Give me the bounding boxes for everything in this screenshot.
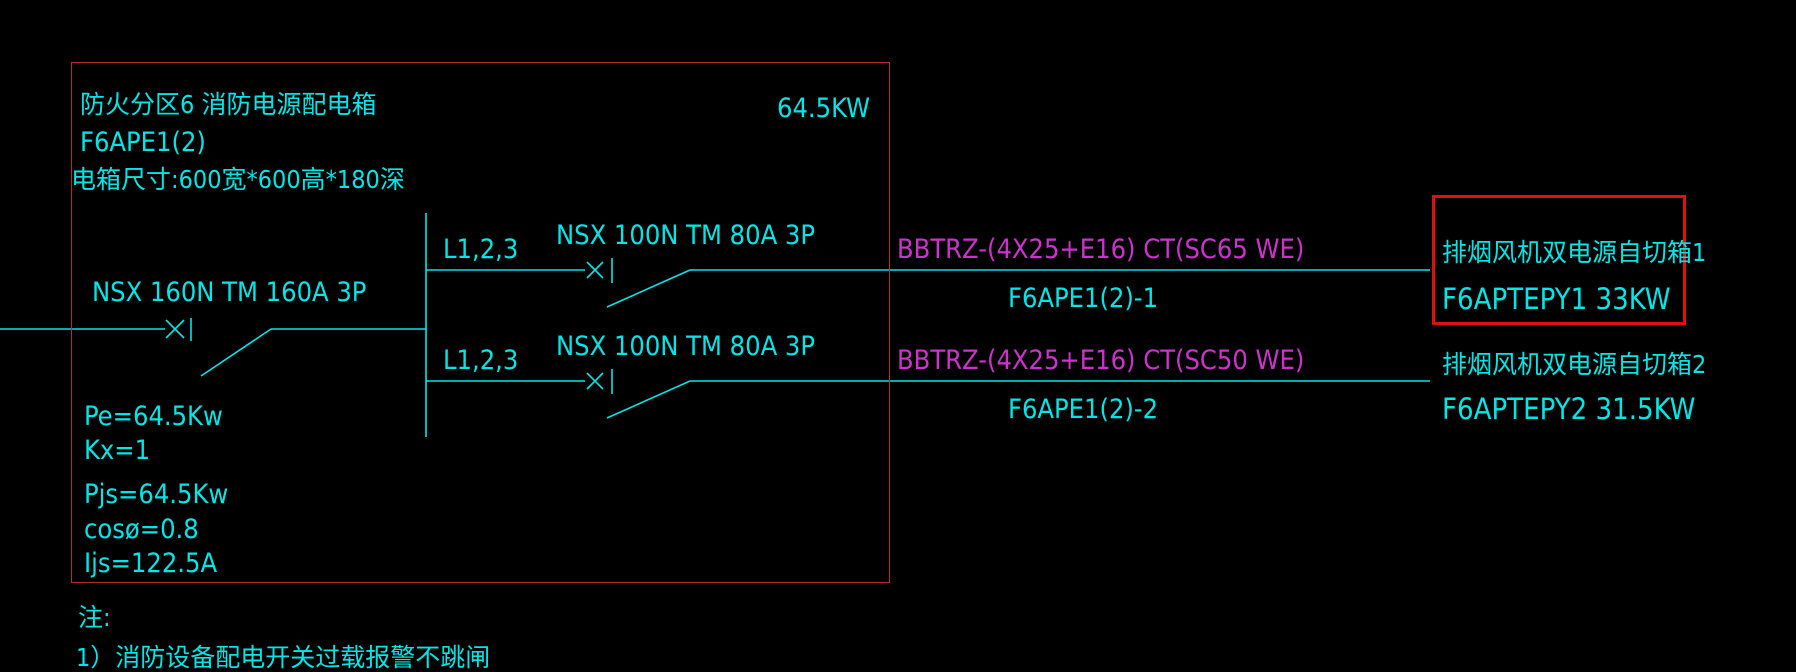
circuit2-phase: L1,2,3 — [443, 345, 519, 376]
distribution-box-frame — [71, 62, 890, 583]
circuit2-id: F6APE1(2)-2 — [1008, 394, 1159, 425]
circuit1-cable: BBTRZ-(4X25+E16) CT(SC65 WE) — [897, 234, 1305, 265]
calc-pe: Pe=64.5Kw — [84, 401, 223, 432]
panel-code: F6APE1(2) — [80, 127, 206, 158]
notes-heading: 注: — [78, 603, 111, 632]
circuit2-load-name: 排烟风机双电源自切箱2 — [1442, 350, 1707, 379]
circuit2-breaker: NSX 100N TM 80A 3P — [556, 331, 816, 362]
circuit2-breaker-blade — [606, 380, 691, 419]
circuit2-cable: BBTRZ-(4X25+E16) CT(SC50 WE) — [897, 345, 1305, 376]
panel-size: 电箱尺寸:600宽*600高*180深 — [71, 165, 405, 194]
circuit1-id: F6APE1(2)-1 — [1008, 283, 1159, 314]
circuit2-load-code: F6APTEPY2 31.5KW — [1442, 392, 1696, 426]
main-breaker-blade — [200, 328, 272, 377]
circuit1-breaker-blade — [606, 269, 691, 308]
circuit1-load-name: 排烟风机双电源自切箱1 — [1442, 238, 1707, 267]
notes-line1: 1）消防设备配电开关过载报警不跳闸 — [76, 643, 491, 672]
highlight-frame — [1432, 195, 1686, 325]
panel-power: 64.5KW — [777, 93, 871, 124]
calc-ijs: Ijs=122.5A — [84, 548, 218, 579]
calc-cos: cosø=0.8 — [84, 514, 199, 545]
circuit1-phase: L1,2,3 — [443, 234, 519, 265]
circuit1-breaker: NSX 100N TM 80A 3P — [556, 220, 816, 251]
panel-title: 防火分区6 消防电源配电箱 — [80, 90, 377, 119]
calc-pjs: Pjs=64.5Kw — [84, 479, 229, 510]
main-breaker-x2 — [165, 319, 185, 339]
circuit1-breaker-x2 — [586, 261, 604, 279]
calc-kx: Kx=1 — [84, 435, 151, 466]
circuit2-breaker-x2 — [586, 372, 604, 390]
circuit1-load-code: F6APTEPY1 33KW — [1442, 282, 1671, 316]
main-breaker-label: NSX 160N TM 160A 3P — [92, 277, 367, 308]
